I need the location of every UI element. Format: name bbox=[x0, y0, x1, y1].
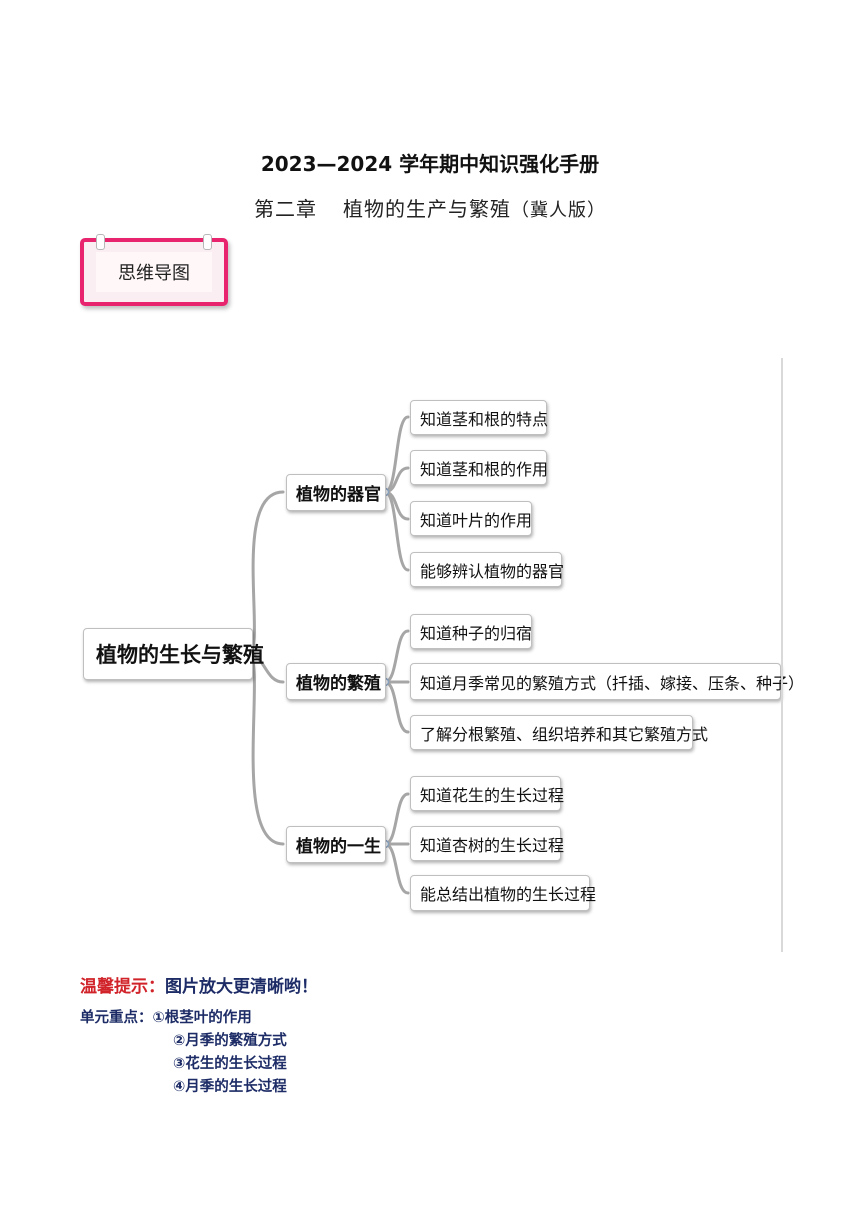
tip-line: 温馨提示：图片放大更清晰哟！ bbox=[80, 972, 318, 997]
key-points: 单元重点：①根茎叶的作用 ②月季的繁殖方式 ③花生的生长过程 ④月季的生长过程 bbox=[80, 1007, 287, 1099]
leaf-node[interactable]: 能够辨认植物的器官 bbox=[410, 552, 564, 587]
chapter-subtitle: 第二章 植物的生产与繁殖（冀人版） bbox=[0, 193, 860, 222]
connector-organs-leaf1 bbox=[383, 415, 410, 494]
document-title: 2023—2024 学年期中知识强化手册 bbox=[260, 152, 600, 176]
chapter-number: 第二章 bbox=[254, 197, 317, 221]
leaf-node[interactable]: 了解分根繁殖、组织培养和其它繁殖方式 bbox=[410, 715, 708, 750]
tip-prefix: 温馨提示： bbox=[80, 977, 165, 997]
connector-root-lifecycle bbox=[246, 652, 285, 846]
branch-node-organs[interactable]: 植物的器官 bbox=[286, 474, 386, 511]
root-node[interactable]: 植物的生长与繁殖 bbox=[83, 628, 264, 680]
branch-node-lifecycle[interactable]: 植物的一生 bbox=[286, 826, 386, 863]
key-point-item: ②月季的繁殖方式 bbox=[173, 1033, 287, 1049]
leaf-node[interactable]: 知道叶片的作用 bbox=[410, 501, 532, 536]
pin-icon bbox=[96, 234, 105, 250]
mind-map: 植物的生长与繁殖 植物的器官 植物的繁殖 植物的一生 知道茎和根的特点 知道茎和… bbox=[80, 358, 804, 952]
tip-text: 图片放大更清晰哟！ bbox=[165, 977, 318, 997]
key-points-label: 单元重点： bbox=[80, 1010, 153, 1026]
edition-label: （冀人版） bbox=[511, 200, 606, 221]
connector-root-organs bbox=[246, 490, 285, 656]
connector-organs-leaf4 bbox=[383, 490, 410, 572]
section-tag-label: 思维导图 bbox=[96, 252, 212, 292]
leaf-node[interactable]: 知道月季常见的繁殖方式（扦插、嫁接、压条、种子） bbox=[410, 663, 804, 700]
connector-reproduction-leaf1 bbox=[383, 629, 410, 684]
branch-node-reproduction[interactable]: 植物的繁殖 bbox=[286, 663, 386, 700]
leaf-node[interactable]: 知道茎和根的作用 bbox=[410, 450, 548, 485]
leaf-node[interactable]: 能总结出植物的生长过程 bbox=[410, 875, 596, 911]
chapter-topic: 植物的生产与繁殖 bbox=[343, 197, 511, 221]
pin-icon bbox=[203, 234, 212, 250]
leaf-node[interactable]: 知道花生的生长过程 bbox=[410, 776, 564, 811]
leaf-node[interactable]: 知道种子的归宿 bbox=[410, 614, 532, 649]
connector-lifecycle-leaf3 bbox=[383, 842, 410, 895]
leaf-node[interactable]: 知道茎和根的特点 bbox=[410, 400, 548, 435]
divider bbox=[781, 358, 783, 952]
key-point-item: ④月季的生长过程 bbox=[173, 1079, 287, 1095]
key-point-item: ③花生的生长过程 bbox=[173, 1056, 287, 1072]
connector-reproduction-leaf3 bbox=[383, 680, 410, 734]
section-tag: 思维导图 bbox=[80, 234, 228, 306]
key-point-item: ①根茎叶的作用 bbox=[152, 1010, 252, 1026]
leaf-node[interactable]: 知道杏树的生长过程 bbox=[410, 826, 564, 861]
connector-lifecycle-leaf1 bbox=[383, 792, 410, 846]
